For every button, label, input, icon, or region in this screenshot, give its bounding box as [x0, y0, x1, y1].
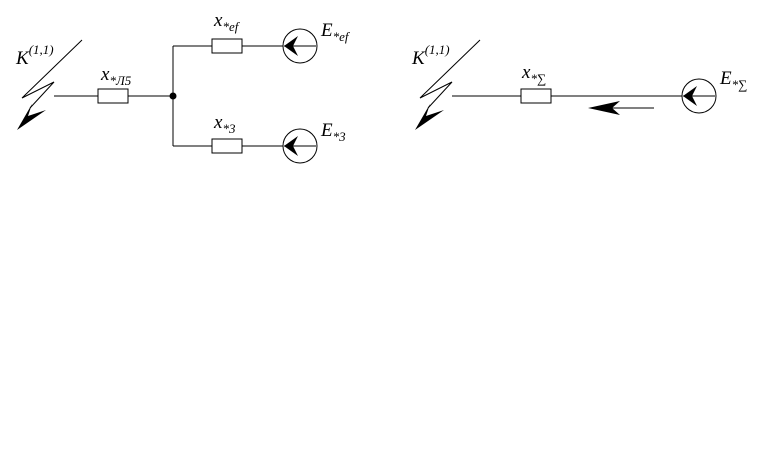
left-bottom-resistor [211, 138, 243, 154]
right-equivalent-resistor [520, 88, 552, 104]
right-circuit: K(1,1) x*∑ E*∑ [411, 39, 747, 130]
left-fault-zigzag [21, 39, 83, 109]
left-bottom-source-label: E*3 [320, 120, 346, 144]
left-line-label: x*Л5 [100, 64, 132, 88]
left-top-source-label: E*ef [320, 20, 351, 44]
left-circuit: K(1,1) x*Л5 x*ef E*ef x*3 E*3 [15, 10, 351, 164]
right-fault-zigzag [419, 39, 481, 109]
left-top-resistor-label: x*ef [213, 10, 241, 34]
right-source-label: E*∑ [719, 68, 747, 92]
left-fault-label: K(1,1) [15, 42, 54, 69]
left-bottom-source [282, 128, 318, 164]
left-top-resistor [211, 38, 243, 54]
left-line-resistor [97, 88, 129, 104]
right-equivalent-label: x*∑ [521, 62, 546, 86]
left-fault-ground-arrow [17, 104, 46, 130]
left-top-source [282, 28, 318, 64]
right-fault-ground-arrow [415, 104, 444, 130]
left-bottom-resistor-label: x*3 [213, 112, 236, 136]
left-fault-symbol [17, 39, 83, 130]
right-source-arrow-icon [683, 86, 697, 106]
right-source [681, 78, 717, 114]
left-bottom-source-arrow-icon [284, 136, 298, 156]
left-top-source-arrow-icon [284, 36, 298, 56]
right-fault-symbol [415, 39, 481, 130]
right-current-arrow-icon [588, 101, 620, 115]
right-fault-label: K(1,1) [411, 42, 450, 69]
